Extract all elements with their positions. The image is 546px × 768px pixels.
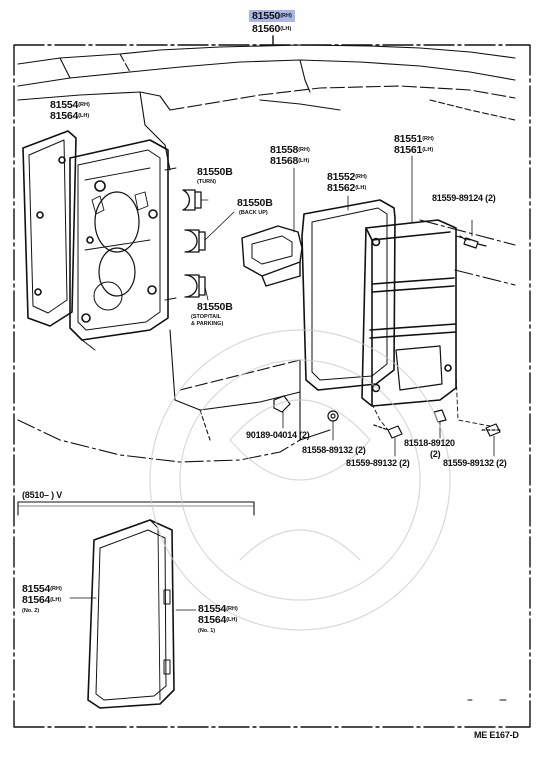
outer-gasket-lh: 81564 xyxy=(50,110,79,122)
label-outer-gasket: 81554(RH) 81564(LH) xyxy=(50,100,90,122)
outer-gasket xyxy=(22,130,77,327)
label-retainer: 81518-89120 xyxy=(404,438,455,448)
label-socket: 81558(RH) 81568(LH) xyxy=(270,145,310,167)
lens-lh: 81561 xyxy=(394,144,423,156)
inset-gasket xyxy=(69,519,197,709)
inset-right-lh-s: (LH) xyxy=(226,617,238,623)
label-lens: 81551(RH) 81561(LH) xyxy=(394,134,434,156)
inset-left-lh-s: (LH) xyxy=(50,597,62,603)
bulb-turn-note: (TURN) xyxy=(197,179,216,185)
inset-right-note: (No. 1) xyxy=(198,628,216,634)
label-retainer-qty: (2) xyxy=(430,449,441,459)
assembly-number-rh: 81550(RH) xyxy=(249,10,295,22)
lens-assembly xyxy=(361,155,471,407)
assembly-number-lh-text: 81560 xyxy=(252,23,281,35)
outer-gasket-rh-s: (RH) xyxy=(78,102,90,108)
lens-rh: 81551 xyxy=(394,133,423,145)
bulb-stop-note1: (STOP/TAIL xyxy=(191,314,222,320)
bulb-back-note: (BACK UP) xyxy=(239,210,268,216)
lens-gasket-rh-s: (RH) xyxy=(355,174,367,180)
assembly-rh-suffix: (RH) xyxy=(280,13,292,19)
bulb-back-num: 81550B xyxy=(237,197,273,209)
socket-lh: 81568 xyxy=(270,155,299,167)
label-screw-a: 81559-89132 (2) xyxy=(346,458,410,468)
lens-gasket-lh: 81562 xyxy=(327,182,356,194)
lens-lh-s: (LH) xyxy=(422,147,434,153)
label-bulb-back: 81550B xyxy=(237,198,273,209)
inset-right-label: 81554(RH) 81564(LH) xyxy=(198,604,238,626)
lamp-housing xyxy=(69,139,177,351)
inset-range-label: (8510– ) V xyxy=(22,490,63,500)
lens-gasket-lh-s: (LH) xyxy=(355,185,367,191)
inset-left-lh: 81564 xyxy=(22,594,51,606)
label-screw-b: 81559-89132 (2) xyxy=(443,458,507,468)
label-bulb-turn: 81550B xyxy=(197,167,233,178)
label-nut: 81558-89132 (2) xyxy=(302,445,366,455)
figure-code: ME E167-D xyxy=(474,730,519,740)
socket-rh: 81558 xyxy=(270,144,299,156)
socket-rh-s: (RH) xyxy=(298,147,310,153)
inset-left-rh: 81554 xyxy=(22,583,51,595)
socket-lh-s: (LH) xyxy=(298,158,310,164)
bulb-stop-num: 81550B xyxy=(197,301,233,313)
fasteners xyxy=(273,371,501,457)
outer-gasket-rh: 81554 xyxy=(50,99,79,111)
frame-border xyxy=(13,35,531,728)
inset-left-rh-s: (RH) xyxy=(50,586,62,592)
bulb-stop-note2: & PARKING) xyxy=(191,321,224,327)
vehicle-body xyxy=(17,44,516,463)
inset-right-lh: 81564 xyxy=(198,614,227,626)
inset-right-rh: 81554 xyxy=(198,603,227,615)
inset-bracket xyxy=(17,501,255,516)
screw-top xyxy=(459,219,487,249)
inset-right-rh-s: (RH) xyxy=(226,606,238,612)
outer-gasket-lh-s: (LH) xyxy=(78,113,90,119)
inset-left-label: 81554(RH) 81564(LH) xyxy=(22,584,62,606)
assembly-lh-suffix: (LH) xyxy=(280,26,292,32)
watermark-seal xyxy=(149,329,451,631)
bulb-turn-num: 81550B xyxy=(197,166,233,178)
label-lens-gasket: 81552(RH) 81562(LH) xyxy=(327,172,367,194)
lens-rh-s: (RH) xyxy=(422,136,434,142)
lens-gasket xyxy=(301,195,396,391)
bulb-socket xyxy=(241,167,303,287)
assembly-number-lh: 81560(LH) xyxy=(252,24,291,35)
assembly-number-rh-text: 81550 xyxy=(252,10,281,22)
label-clip: 90189-04014 (2) xyxy=(246,430,310,440)
label-bulb-stop: 81550B xyxy=(197,302,233,313)
label-screw-top: 81559-89124 (2) xyxy=(432,193,496,203)
inset-left-note: (No. 2) xyxy=(22,608,40,614)
bulbs xyxy=(182,189,235,301)
lens-gasket-rh: 81552 xyxy=(327,171,356,183)
